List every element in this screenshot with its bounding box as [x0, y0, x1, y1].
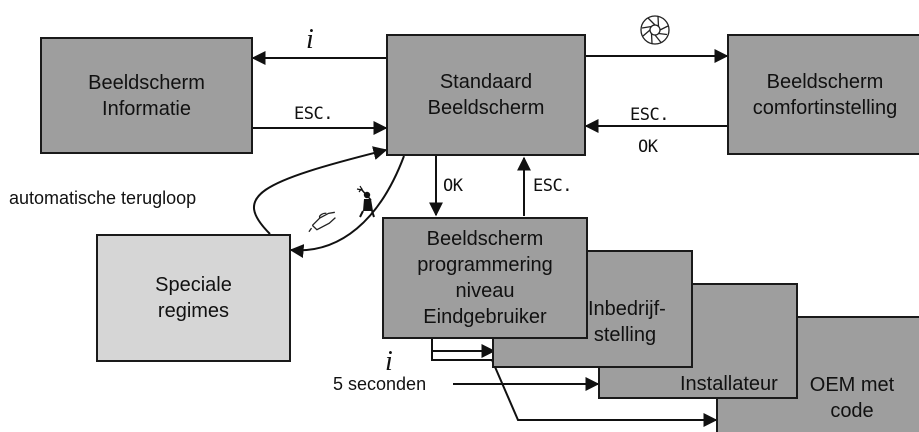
standard-screen-box[interactable]: Standaard Beeldscherm	[386, 34, 586, 156]
ok-label-comfort: OK	[638, 137, 658, 157]
info-screen-box[interactable]: Beeldscherm Informatie	[40, 37, 253, 154]
commissioning-level-label: Inbedrijf- stelling	[588, 298, 666, 346]
comfort-screen-box[interactable]: Beeldscherm comfortinstelling	[727, 34, 919, 155]
esc-label-up: ESC.	[533, 176, 572, 196]
info-i-icon-bottom: i	[385, 346, 393, 377]
oem-level-box[interactable]: OEM met code	[716, 316, 919, 432]
info-screen-label: Beeldscherm Informatie	[88, 71, 205, 120]
info-i-icon: i	[306, 24, 314, 55]
user-programming-label: Beeldscherm programmering niveau Eindgeb…	[417, 228, 553, 328]
standard-screen-label: Standaard Beeldscherm	[427, 71, 545, 119]
esc-label-comfort: ESC.	[630, 105, 669, 125]
arrow-special-to-standard	[252, 146, 388, 235]
esc-label-info: ESC.	[294, 104, 333, 124]
hand-press-icon	[308, 211, 336, 233]
five-seconds-label: 5 seconden	[333, 374, 427, 394]
auto-return-label: automatische terugloop	[9, 188, 197, 208]
arrow-to-commissioning	[431, 339, 496, 358]
user-programming-box[interactable]: Beeldscherm programmering niveau Eindgeb…	[382, 217, 588, 339]
ok-label-down: OK	[443, 176, 463, 196]
special-regimes-box[interactable]: Speciale regimes	[96, 234, 291, 362]
special-regimes-label: Speciale regimes	[155, 274, 232, 322]
comfort-screen-label: Beeldscherm comfortinstelling	[752, 70, 898, 119]
arrow-standard-to-special	[289, 155, 405, 258]
oem-level-label: OEM met code	[809, 374, 895, 422]
chimney-sweep-icon	[356, 185, 375, 218]
installer-level-label: Installateur	[680, 373, 778, 395]
thermostat-dial-icon	[640, 15, 670, 45]
